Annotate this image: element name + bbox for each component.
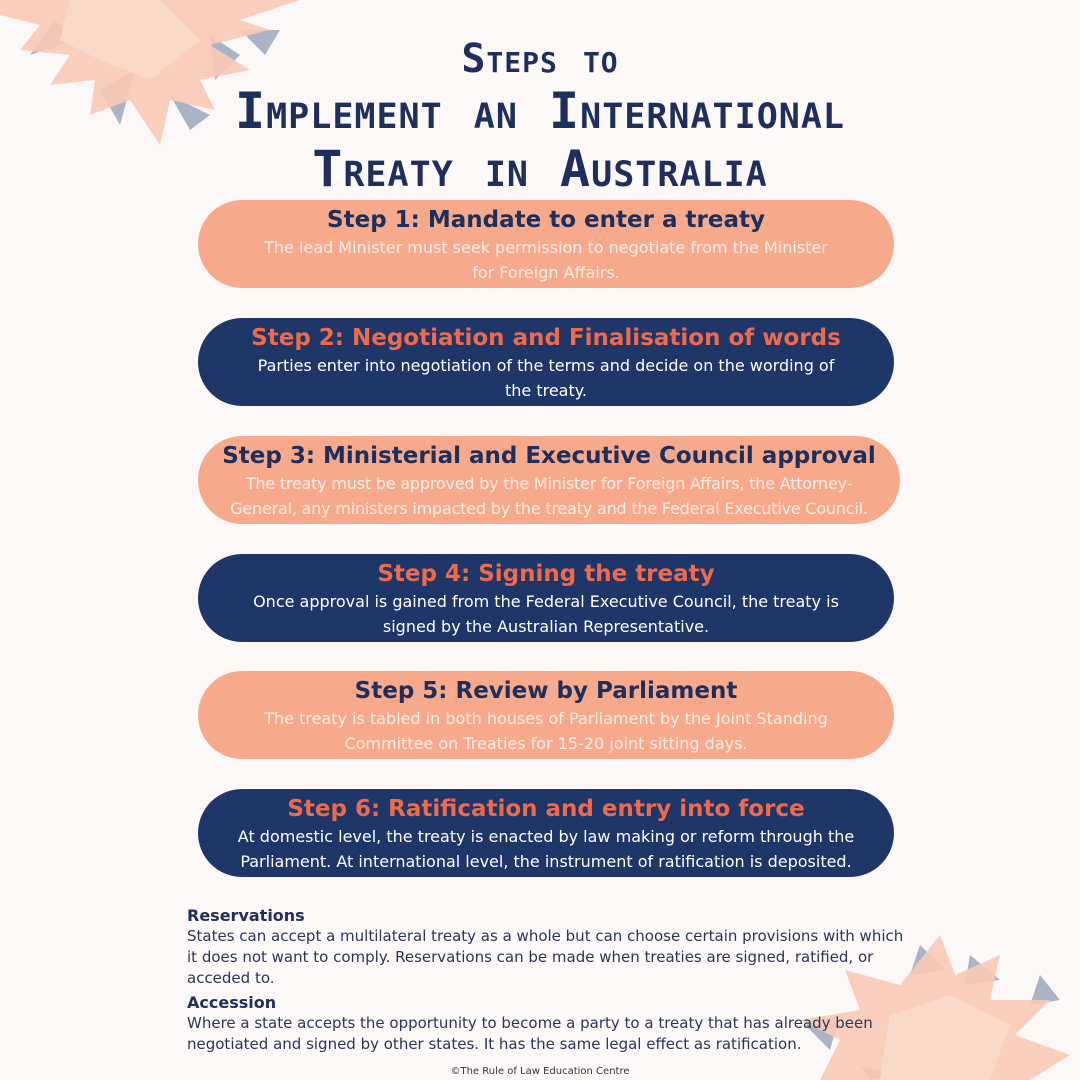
step-2-heading: Step 2: Negotiation and Finalisation of … (251, 325, 841, 351)
step-6-heading: Step 6: Ratification and entry into forc… (287, 796, 805, 822)
reservations-text: States can accept a multilateral treaty … (187, 927, 904, 987)
step-3-body-line-2: General, any ministers impacted by the t… (230, 499, 868, 518)
step-2-card: Step 2: Negotiation and Finalisation of … (198, 318, 894, 406)
step-1-body: The lead Minister must seek permission t… (264, 238, 828, 282)
star-decoration-top-left (0, 0, 300, 145)
step-3-card: Step 3: Ministerial and Executive Counci… (198, 436, 900, 524)
step-5-heading: Step 5: Review by Parliament (354, 678, 738, 704)
title-line-2: Implement an International (235, 82, 845, 140)
title-line-3: Treaty in Australia (312, 140, 768, 198)
step-3-heading: Step 3: Ministerial and Executive Counci… (222, 443, 876, 469)
accession-text: Where a state accepts the opportunity to… (187, 1014, 873, 1053)
step-1-card: Step 1: Mandate to enter a treaty The le… (198, 200, 894, 288)
title-line-1: Steps to (461, 36, 619, 82)
step-2-body: Parties enter into negotiation of the te… (257, 356, 835, 400)
step-1-heading: Step 1: Mandate to enter a treaty (327, 207, 765, 233)
accession-heading: Accession (187, 993, 277, 1012)
copyright-footer: ©The Rule of Law Education Centre (450, 1066, 630, 1077)
star-decoration-bottom-right (800, 935, 1070, 1080)
step-4-heading: Step 4: Signing the treaty (377, 561, 715, 587)
step-5-body: The treaty is tabled in both houses of P… (264, 709, 828, 753)
step-6-body: At domestic level, the treaty is enacted… (237, 827, 855, 871)
step-6-card: Step 6: Ratification and entry into forc… (198, 789, 894, 877)
step-4-body: Once approval is gained from the Federal… (253, 592, 839, 636)
step-3-body-line-1: The treaty must be approved by the Minis… (245, 474, 853, 493)
reservations-heading: Reservations (187, 906, 305, 925)
step-4-card: Step 4: Signing the treaty Once approval… (198, 554, 894, 642)
notes-section: Reservations States can accept a multila… (187, 906, 907, 1059)
step-5-card: Step 5: Review by Parliament The treaty … (198, 671, 894, 759)
